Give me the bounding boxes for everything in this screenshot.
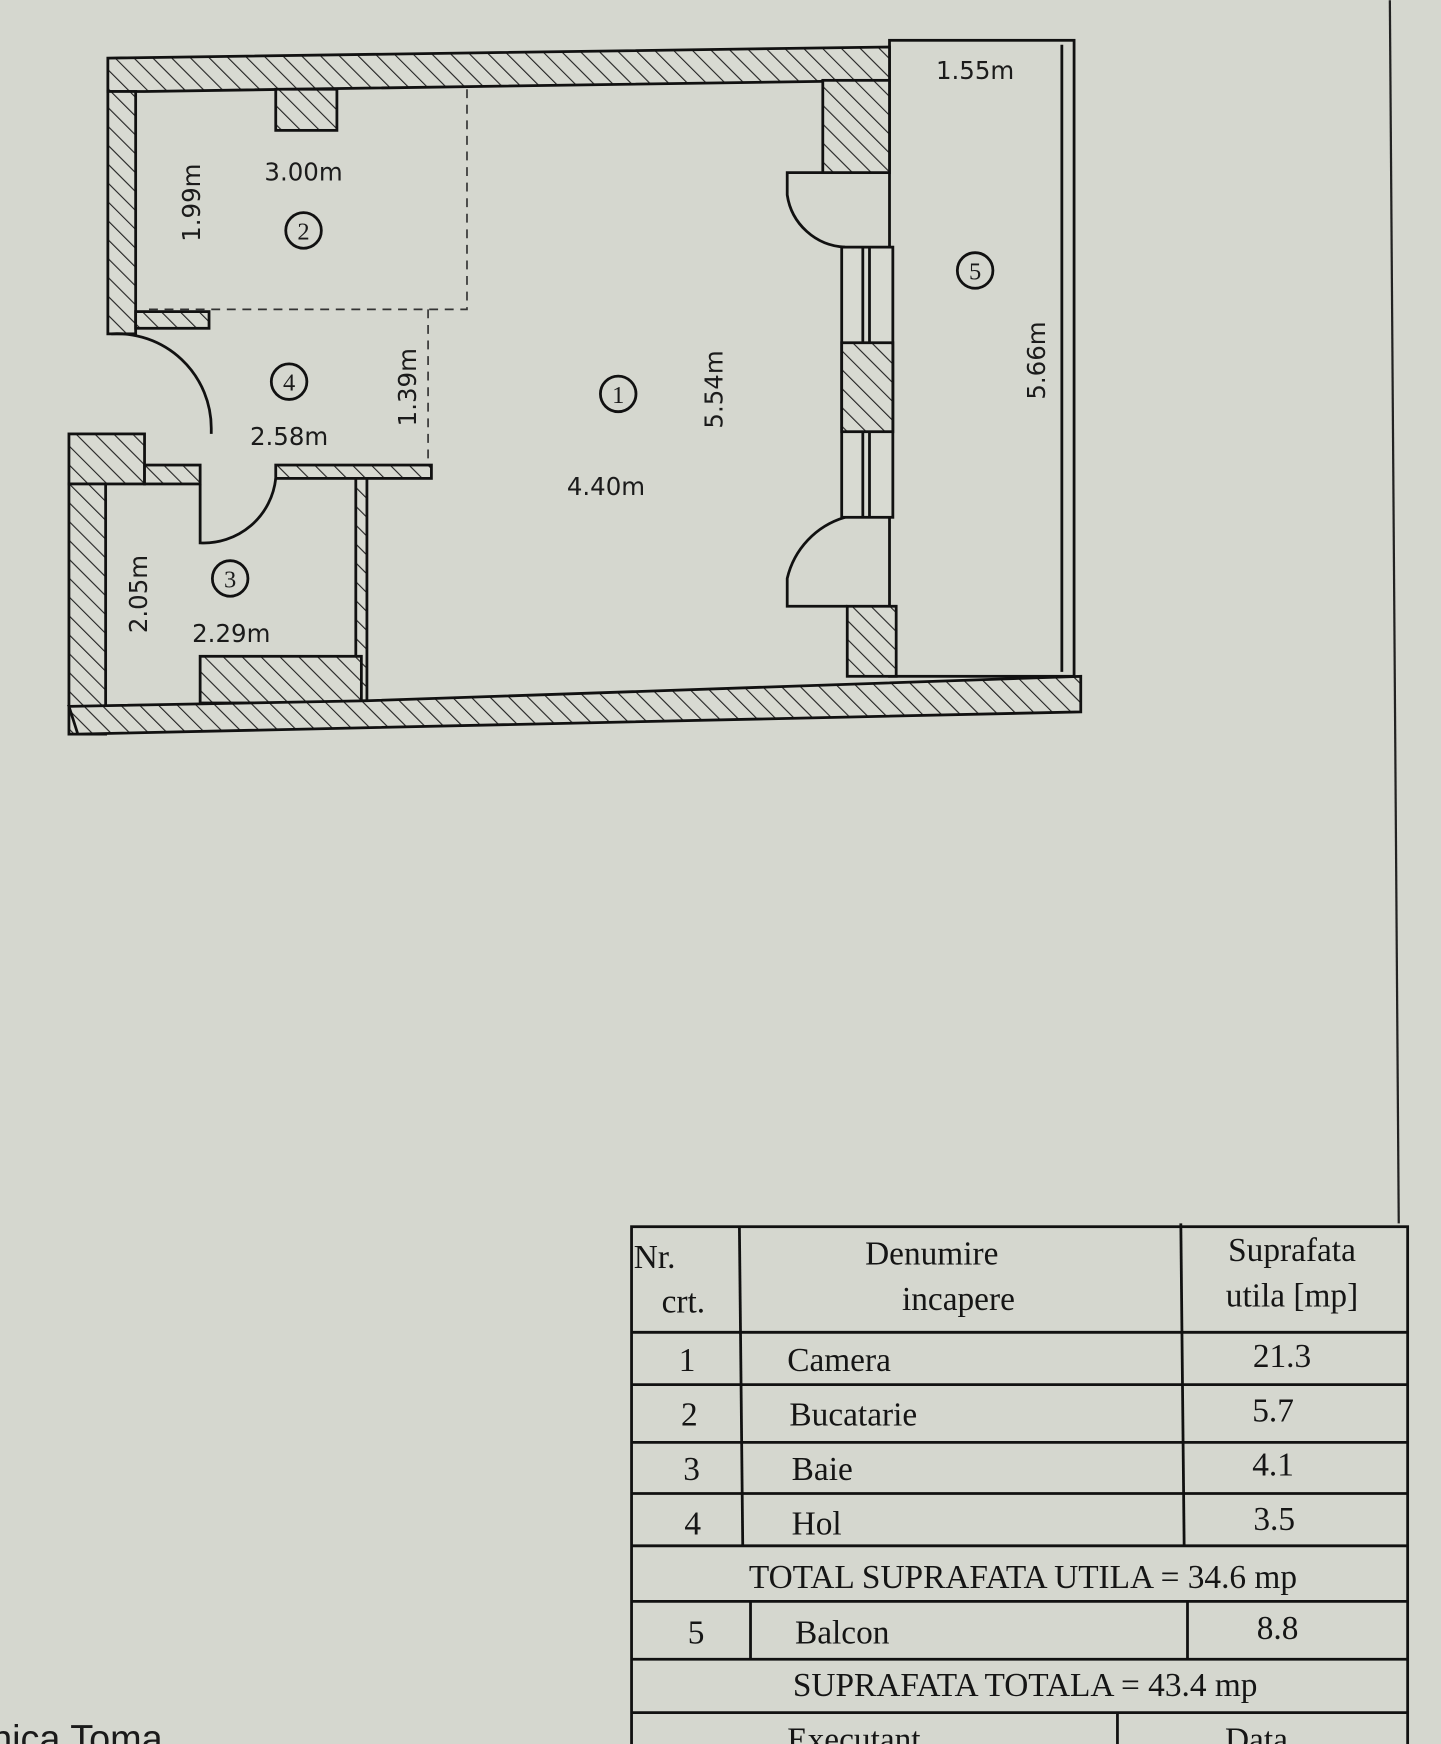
svg-text:1: 1	[679, 1342, 696, 1379]
svg-text:Camera: Camera	[787, 1342, 891, 1379]
svg-text:4.40m: 4.40m	[567, 472, 645, 501]
table-row: 2 Bucatarie 5.7	[681, 1392, 1294, 1433]
door-balcony-bottom	[785, 515, 848, 608]
svg-text:4: 4	[283, 370, 295, 397]
svg-text:1.99m: 1.99m	[177, 164, 206, 242]
door-balcony-top	[785, 171, 846, 249]
svg-text:Baie: Baie	[792, 1451, 853, 1488]
header-name: Denumire	[865, 1235, 998, 1272]
page-border	[1388, 0, 1400, 1224]
header-area: Suprafata	[1228, 1232, 1356, 1269]
svg-text:21.3: 21.3	[1253, 1338, 1311, 1375]
svg-text:Hol: Hol	[792, 1506, 842, 1543]
wall-hall-bath-2	[274, 463, 433, 480]
svg-text:4: 4	[684, 1506, 701, 1543]
svg-text:2.29m: 2.29m	[192, 619, 270, 648]
svg-text:5.66m: 5.66m	[1022, 321, 1051, 399]
table-row-balcony: 5 Balcon 8.8	[688, 1610, 1299, 1651]
wall-top	[106, 45, 891, 93]
area-table-text: Nr. crt. Denumire incapere Suprafata uti…	[634, 1232, 1358, 1744]
svg-text:4.1: 4.1	[1252, 1447, 1294, 1484]
wall-bath-corner	[67, 432, 146, 486]
svg-text:5: 5	[688, 1615, 705, 1652]
wall-bath-bottom	[198, 654, 363, 705]
footer-executant: Executant	[787, 1721, 921, 1744]
svg-text:1: 1	[612, 382, 624, 409]
svg-text:2: 2	[297, 218, 309, 245]
total-area: SUPRAFATA TOTALA = 43.4 mp	[793, 1667, 1258, 1704]
svg-text:crt.: crt.	[662, 1283, 706, 1320]
svg-text:2.58m: 2.58m	[250, 422, 328, 451]
svg-text:3.5: 3.5	[1253, 1501, 1295, 1538]
footer-data: Data	[1225, 1721, 1288, 1744]
wall-bottom	[67, 674, 1083, 736]
svg-text:8.8: 8.8	[1257, 1610, 1299, 1647]
table-row: 4 Hol 3.5	[684, 1501, 1295, 1542]
room-4: 4 2.58m 1.39m	[250, 348, 422, 451]
table-row: 1 Camera 21.3	[679, 1338, 1311, 1379]
room-5: 5 1.55m 5.66m	[936, 56, 1051, 399]
wall-left-kitchen	[106, 90, 138, 336]
room-3: 3 2.29m 2.05m	[124, 555, 271, 648]
svg-text:Bucatarie: Bucatarie	[789, 1397, 917, 1434]
wall-pier-kitchen	[274, 87, 339, 132]
door-entrance	[111, 332, 213, 434]
room-2: 2 3.00m 1.99m	[177, 157, 343, 250]
svg-text:5.54m: 5.54m	[700, 350, 729, 428]
svg-text:2.05m: 2.05m	[124, 555, 153, 633]
balcony-window	[840, 245, 895, 519]
svg-text:1.55m: 1.55m	[936, 56, 1014, 85]
svg-text:5.7: 5.7	[1252, 1392, 1294, 1429]
svg-text:5: 5	[969, 258, 981, 285]
door-bathroom	[198, 478, 278, 545]
wall-kitchen-stub	[134, 310, 211, 330]
floor-plan: 1 4.40m 5.54m 2 3.00m 1.99m 3 2.29m 2.05…	[67, 38, 1083, 736]
wall-bath-left	[67, 482, 108, 736]
svg-text:2: 2	[681, 1397, 698, 1434]
wall-pier-top	[821, 78, 891, 175]
svg-text:3: 3	[683, 1451, 700, 1488]
svg-text:utila [mp]: utila [mp]	[1226, 1278, 1358, 1315]
total-utila: TOTAL SUPRAFATA UTILA = 34.6 mp	[749, 1559, 1297, 1596]
svg-text:1.39m: 1.39m	[393, 348, 422, 426]
area-table	[630, 1223, 1410, 1744]
svg-text:3.00m: 3.00m	[264, 157, 342, 186]
room-1: 1 4.40m 5.54m	[567, 350, 729, 501]
svg-text:incapere: incapere	[902, 1281, 1015, 1318]
svg-text:3: 3	[224, 566, 236, 593]
wall-pier-bottom	[845, 604, 898, 678]
header-nr: Nr.	[634, 1239, 676, 1276]
table-row: 3 Baie 4.1	[683, 1447, 1294, 1488]
wall-hall-bath-1	[143, 463, 202, 486]
svg-text:Balcon: Balcon	[795, 1615, 890, 1652]
signature-name: nica Toma	[0, 1718, 164, 1744]
